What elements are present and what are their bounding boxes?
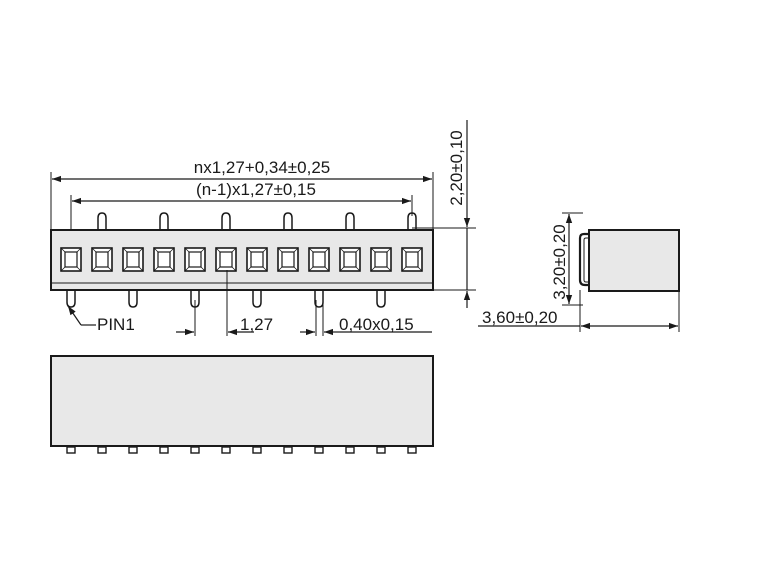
pin-pitch-dimension: 1,27 xyxy=(176,270,273,336)
contact-opening xyxy=(91,247,113,272)
pin-foot xyxy=(314,446,324,454)
contact-opening xyxy=(122,247,144,272)
pin-bottom xyxy=(252,290,262,308)
top-view xyxy=(50,212,434,308)
pin-span-dimension: (n-1)x1,27±0,15 xyxy=(70,180,413,230)
front-view xyxy=(50,355,434,454)
side-height-label: 3,20±0,20 xyxy=(550,224,569,300)
side-pin-profile xyxy=(578,232,589,287)
pin-foot xyxy=(376,446,386,454)
connector-body-front xyxy=(50,355,434,447)
pin-top xyxy=(159,212,169,230)
pin-foot xyxy=(66,446,76,454)
pin-foot xyxy=(221,446,231,454)
pin-top xyxy=(283,212,293,230)
contact-opening xyxy=(277,247,299,272)
contact-opening xyxy=(339,247,361,272)
side-height-dimension: 3,20±0,20 xyxy=(550,212,583,306)
pin-foot xyxy=(407,446,417,454)
contact-opening xyxy=(370,247,392,272)
pin-top xyxy=(97,212,107,230)
pin-top xyxy=(221,212,231,230)
contact-opening xyxy=(184,247,206,272)
pin-foot xyxy=(128,446,138,454)
front-view-pins xyxy=(66,446,417,454)
connector-body-side xyxy=(588,229,680,292)
pin1-callout: PIN1 xyxy=(67,305,135,334)
connector-body-top xyxy=(50,229,434,291)
contact-opening xyxy=(215,247,237,272)
pin-foot xyxy=(190,446,200,454)
pin-foot xyxy=(97,446,107,454)
pin-width-dimension: 0,40x0,15 xyxy=(300,300,432,336)
pin-height-label: 2,20±0,10 xyxy=(447,130,466,206)
pin-foot xyxy=(159,446,169,454)
pin-foot xyxy=(252,446,262,454)
pin-foot xyxy=(283,446,293,454)
pin-foot xyxy=(345,446,355,454)
pin-width-label: 0,40x0,15 xyxy=(339,315,414,334)
contact-opening xyxy=(246,247,268,272)
pin-bottom xyxy=(66,290,76,308)
pin-height-dimension: 2,20±0,10 xyxy=(412,120,476,308)
overall-length-dimension: nx1,27+0,34±0,25 xyxy=(50,158,434,230)
pin-bottom xyxy=(376,290,386,308)
contact-opening xyxy=(401,247,423,272)
contact-opening xyxy=(153,247,175,272)
contact-opening xyxy=(60,247,82,272)
overall-length-label: nx1,27+0,34±0,25 xyxy=(194,158,330,177)
pin-span-label: (n-1)x1,27±0,15 xyxy=(196,180,316,199)
pins-top xyxy=(97,212,417,230)
pins-bottom xyxy=(66,290,386,308)
pin1-label: PIN1 xyxy=(97,315,135,334)
side-width-dimension: 3,60±0,20 xyxy=(478,290,680,332)
contact-opening xyxy=(308,247,330,272)
pin-top xyxy=(345,212,355,230)
side-width-label: 3,60±0,20 xyxy=(482,308,558,327)
pin-bottom xyxy=(128,290,138,308)
pin-pitch-label: 1,27 xyxy=(240,315,273,334)
contact-openings xyxy=(60,247,423,272)
side-view: 3,20±0,20 3,60±0,20 xyxy=(478,212,680,332)
